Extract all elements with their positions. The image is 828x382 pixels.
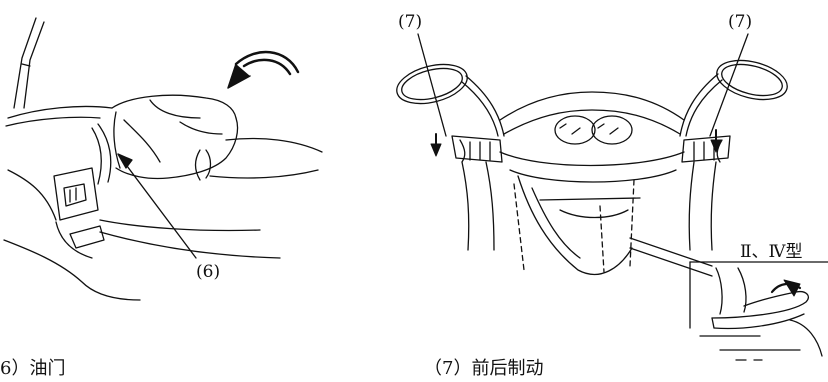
caption-throttle: 6）油门 (0, 358, 66, 379)
inset-foot-brake (689, 261, 828, 361)
callout-throttle: (6) (196, 262, 221, 282)
brake-illustration (396, 33, 788, 277)
callout-brake-left: (7) (398, 12, 423, 32)
callout-brake-right: (7) (728, 12, 753, 32)
inset-type-label: Ⅱ、Ⅳ型 (740, 242, 803, 262)
caption-brakes: （7）前后制动 (424, 358, 544, 379)
throttle-illustration (3, 17, 323, 301)
